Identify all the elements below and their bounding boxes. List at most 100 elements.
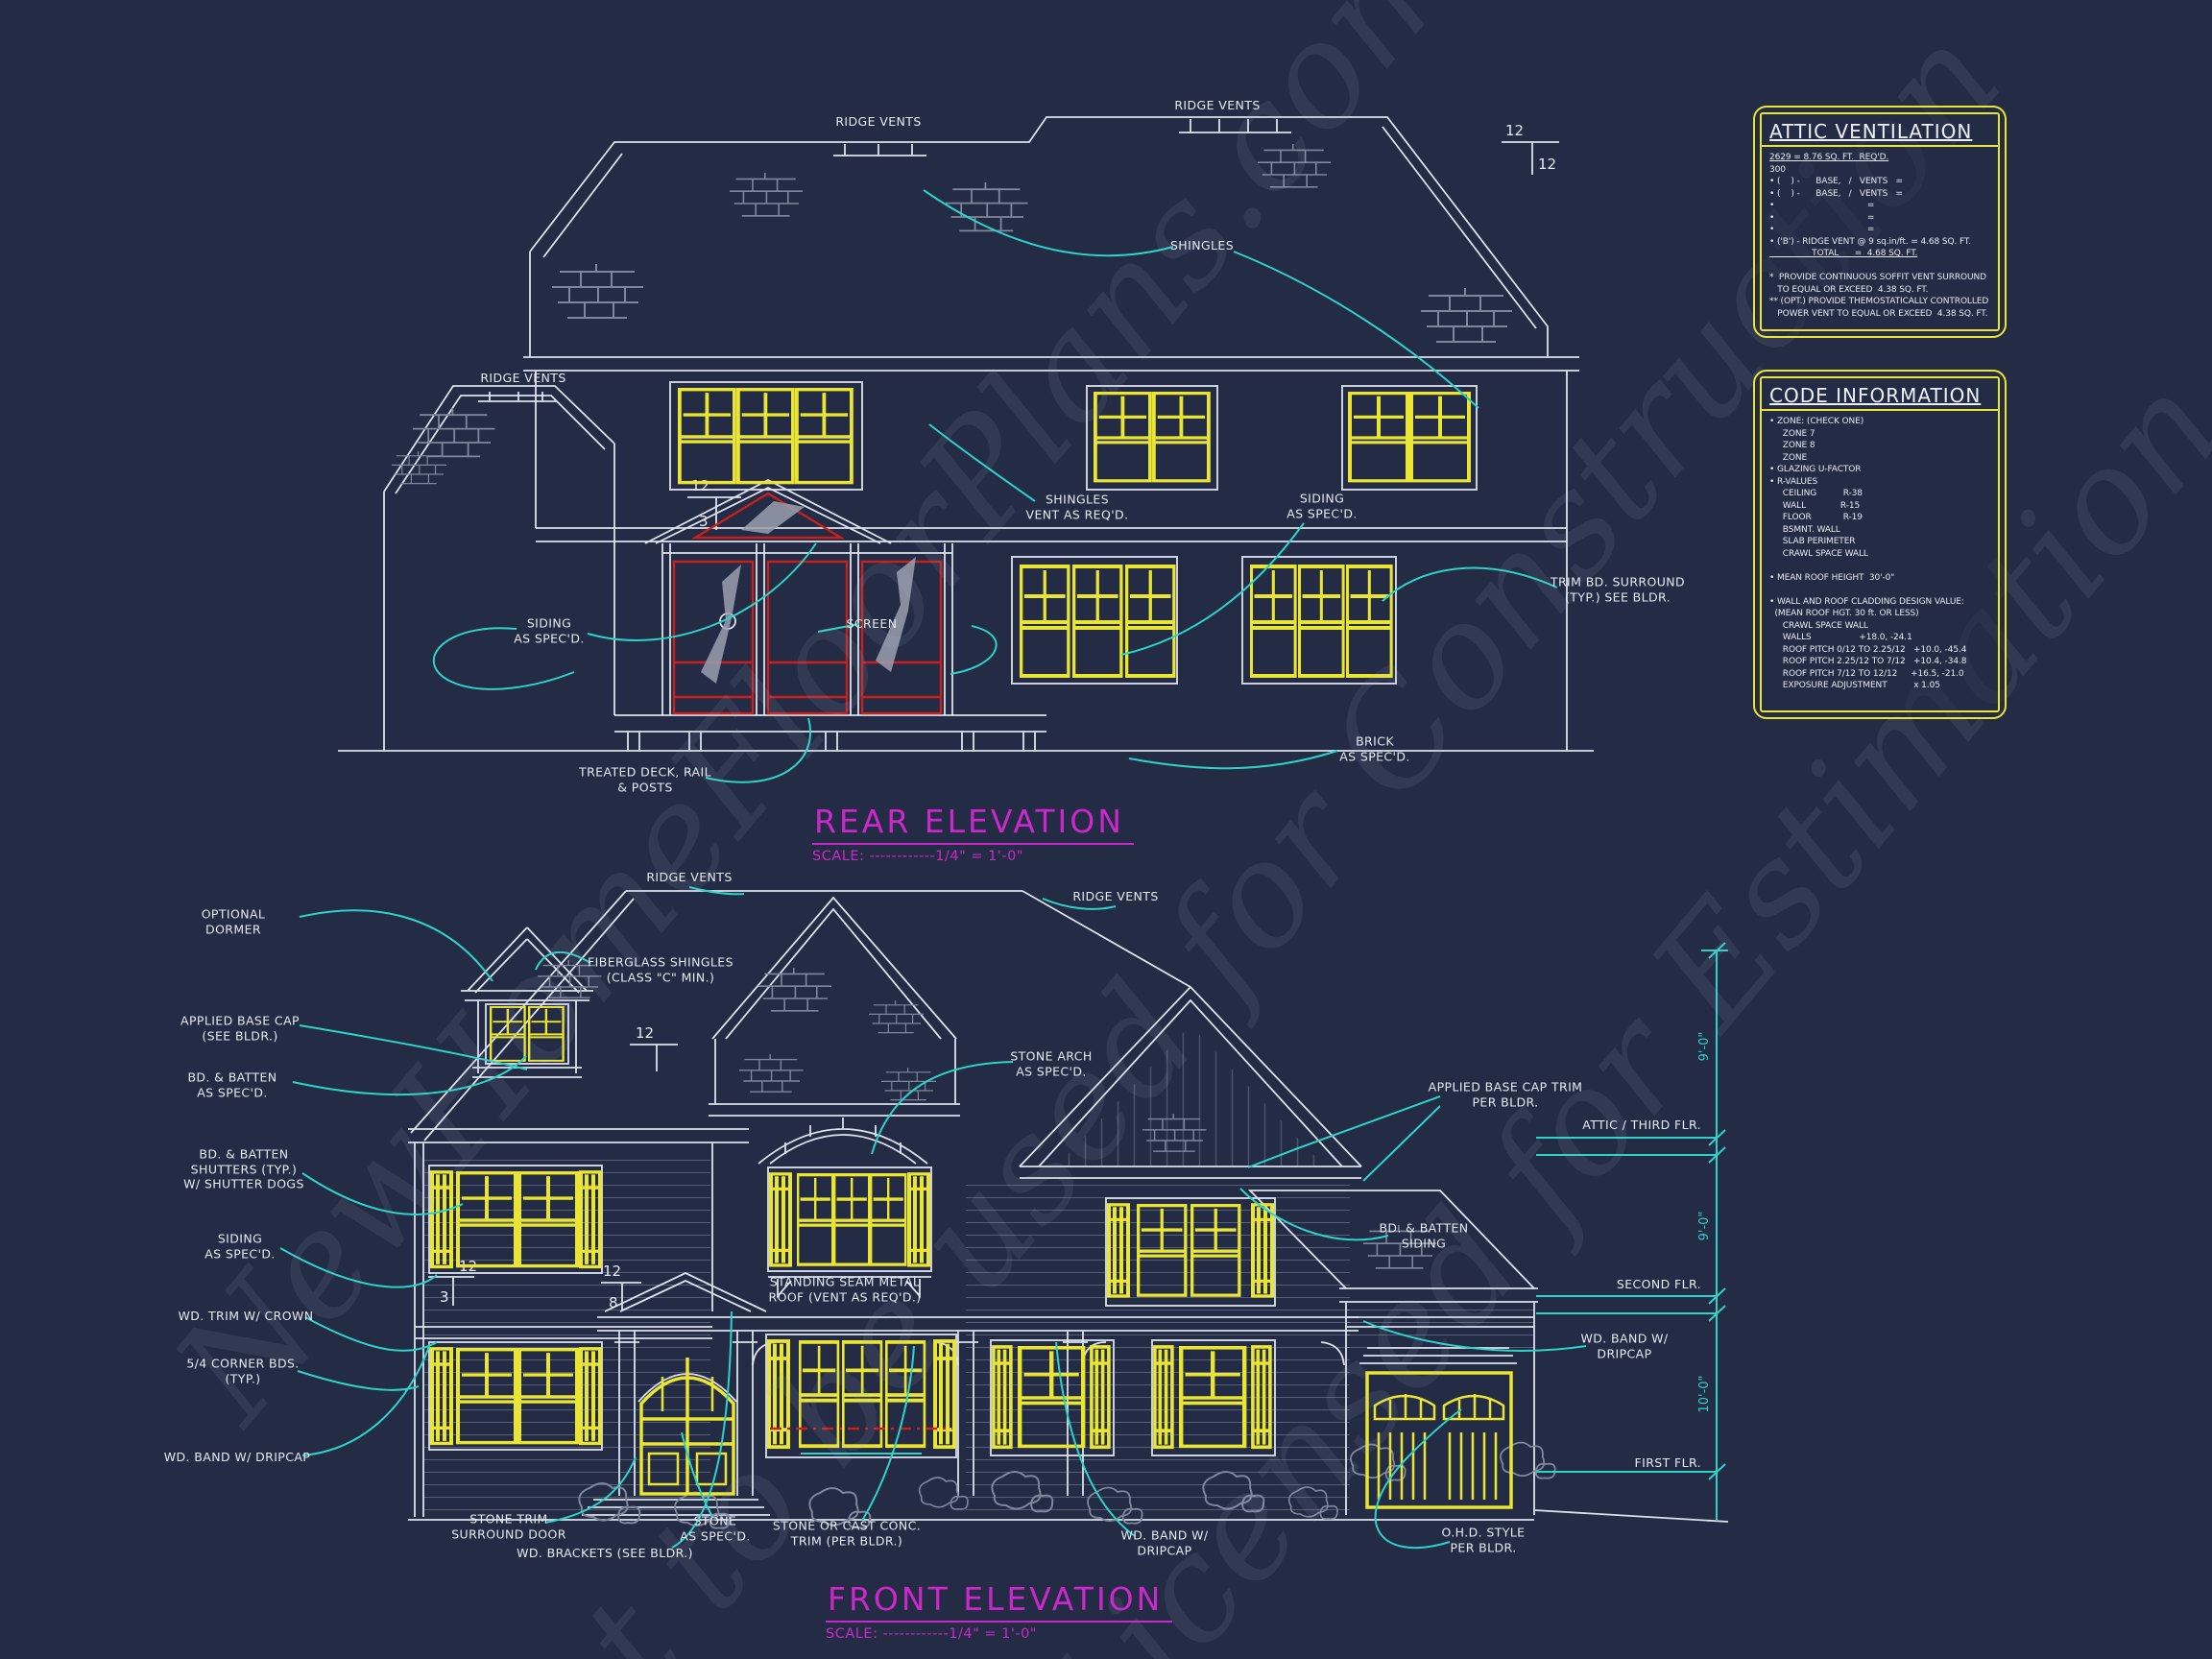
- callout-treated-deck: TREATED DECK, RAIL & POSTS: [579, 764, 711, 794]
- attic-line: 2629 = 8.76 SQ. FT. REQ'D.: [1769, 153, 1889, 162]
- svg-text:12: 12: [1505, 122, 1524, 139]
- attic-line: • =: [1769, 212, 1875, 223]
- callout-shingles-vent: SHINGLES VENT AS REQ'D.: [1025, 492, 1129, 521]
- callout-ohd-style: O.H.D. STYLE PER BLDR.: [1441, 1525, 1526, 1554]
- attic-line: TOTAL = 4.68 SQ. FT.: [1769, 249, 1918, 258]
- callout-ridge-vents: RIDGE VENTS: [646, 870, 733, 885]
- attic-line: POWER VENT TO EQUAL OR EXCEED 4.38 SQ. F…: [1769, 308, 1988, 319]
- code-information-title: CODE INFORMATION: [1769, 384, 1982, 407]
- code-line: EXPOSURE ADJUSTMENT x 1.05: [1769, 681, 1940, 690]
- svg-text:3: 3: [440, 1288, 449, 1306]
- callout-stone: STONE AS SPEC'D.: [680, 1513, 751, 1543]
- code-line: CEILING R-38: [1769, 489, 1863, 498]
- callout-brick: BRICK AS SPEC'D.: [1339, 733, 1410, 763]
- callout-siding: SIDING AS SPEC'D.: [204, 1231, 276, 1261]
- callout-standing-seam-roof: STANDING SEAM METAL ROOF (VENT AS REQ'D.…: [768, 1274, 922, 1304]
- code-information-panel: CODE INFORMATION • ZONE: (CHECK ONE) ZON…: [1753, 370, 2007, 719]
- svg-text:8: 8: [609, 1294, 618, 1311]
- rear-elevation-title: REAR ELEVATION: [812, 803, 1134, 845]
- code-line: [1769, 560, 1990, 572]
- rear-leader-lines: [432, 189, 1558, 783]
- rear-windows: [678, 387, 1471, 678]
- svg-text:3: 3: [699, 513, 709, 530]
- attic-line: * PROVIDE CONTINUOUS SOFFIT VENT SURROUN…: [1769, 273, 1986, 282]
- attic-line: [1769, 260, 1990, 273]
- callout-trim-bd-surround: TRIM BD. SURROUND (TYP.) SEE BLDR.: [1550, 574, 1686, 604]
- code-line: FLOOR R-19: [1769, 513, 1863, 522]
- svg-text:9'-0": 9'-0": [1697, 1212, 1712, 1241]
- callout-bd-batten-shutters: BD. & BATTEN SHUTTERS (TYP.) W/ SHUTTER …: [183, 1146, 304, 1191]
- callout-siding: SIDING AS SPEC'D.: [1286, 491, 1358, 520]
- code-line: • MEAN ROOF HEIGHT 30'-0": [1769, 572, 1895, 583]
- attic-line: • =: [1769, 201, 1875, 210]
- attic-ventilation-title: ATTIC VENTILATION: [1769, 120, 1973, 143]
- callout-wd-band-dripcap: WD. BAND W/ DRIPCAP: [1580, 1331, 1669, 1360]
- callout-bd-batten: BD. & BATTEN AS SPEC'D.: [187, 1070, 277, 1099]
- code-line: ZONE 8: [1769, 441, 1815, 450]
- panel-divider: [1762, 145, 1998, 147]
- callout-corner-bds: 5/4 CORNER BDS. (TYP.): [186, 1356, 300, 1385]
- floor-marker-first: FIRST FLR.: [1634, 1455, 1701, 1471]
- attic-line: • ( ) - BASE, / VENTS =: [1769, 177, 1903, 186]
- attic-line: • ('B') - RIDGE VENT @ 9 sq.in/ft. = 4.6…: [1769, 236, 1972, 247]
- rear-screen-reflections: [701, 501, 916, 684]
- svg-text:12: 12: [691, 477, 709, 494]
- rear-elevation-title-block: REAR ELEVATION SCALE: ------------1/4" =…: [812, 803, 1134, 864]
- attic-line: • ( ) - BASE, / VENTS =: [1769, 188, 1903, 199]
- front-elevation-title-block: FRONT ELEVATION SCALE: ------------1/4" …: [826, 1580, 1173, 1642]
- code-line: ROOF PITCH 0/12 TO 2.25/12 +10.0, -45.4: [1769, 644, 1967, 655]
- code-line: ZONE: [1769, 452, 1808, 463]
- floor-dimension-text: 9'-0" 9'-0" 10'-0": [1697, 1032, 1712, 1413]
- code-line: • GLAZING U-FACTOR: [1769, 465, 1862, 474]
- callout-stone-trim-door: STONE TRIM SURROUND DOOR: [451, 1511, 566, 1541]
- callout-wd-band-dripcap: WD. BAND W/ DRIPCAP: [163, 1450, 311, 1465]
- floor-marker-attic: ATTIC / THIRD FLR.: [1582, 1118, 1701, 1133]
- callout-stone-arch: STONE ARCH AS SPEC'D.: [1010, 1048, 1093, 1078]
- attic-line: 300: [1769, 164, 1786, 175]
- floor-marker-second: SECOND FLR.: [1616, 1277, 1701, 1292]
- code-line: ZONE 7: [1769, 428, 1815, 439]
- code-line: CRAWL SPACE WALL: [1769, 548, 1868, 559]
- code-line: • WALL AND ROOF CLADDING DESIGN VALUE:: [1769, 596, 1964, 607]
- callout-shingles: SHINGLES: [1169, 238, 1235, 253]
- callout-applied-base-cap-trim: APPLIED BASE CAP TRIM PER BLDR.: [1428, 1079, 1583, 1109]
- front-leader-lines: [279, 886, 1728, 1550]
- callout-siding: SIDING AS SPEC'D.: [514, 615, 585, 645]
- callout-wd-band-dripcap: WD. BAND W/ DRIPCAP: [1120, 1527, 1209, 1557]
- front-elevation-linework: [408, 890, 1729, 1523]
- code-line: ROOF PITCH 7/12 TO 12/12 +16.5, -21.0: [1769, 668, 1964, 679]
- code-line: [1769, 584, 1990, 596]
- rear-brick-hatch: [391, 143, 1513, 485]
- code-line: WALL R-15: [1769, 500, 1861, 511]
- rear-elevation-linework: [338, 116, 1594, 752]
- attic-line: • =: [1769, 225, 1875, 234]
- attic-ventilation-panel: ATTIC VENTILATION 2629 = 8.76 SQ. FT. RE…: [1753, 106, 2007, 338]
- rear-pitch-text: 12 3 12 12: [691, 122, 1556, 530]
- callout-applied-base-cap: APPLIED BASE CAP (SEE BLDR.): [180, 1013, 300, 1043]
- code-line: • R-VALUES: [1769, 476, 1818, 487]
- rear-elevation-scale: SCALE: ------------1/4" = 1'-0": [812, 849, 1023, 864]
- code-line: • ZONE: (CHECK ONE): [1769, 417, 1864, 426]
- svg-text:12: 12: [636, 1024, 654, 1042]
- callout-stone-cast-conc-trim: STONE OR CAST CONC. TRIM (PER BLDR.): [772, 1518, 922, 1548]
- callout-wd-trim-crown: WD. TRIM W/ CROWN: [178, 1309, 314, 1324]
- callout-fiberglass-shingles: FIBERGLASS SHINGLES (CLASS "C" MIN.): [588, 954, 733, 984]
- callout-ridge-vents: RIDGE VENTS: [1174, 98, 1261, 113]
- callout-ridge-vents: RIDGE VENTS: [835, 114, 922, 130]
- panel-divider: [1762, 409, 1998, 411]
- svg-text:12: 12: [1538, 156, 1556, 173]
- code-line: (MEAN ROOF HGT. 30 ft. OR LESS): [1769, 609, 1919, 618]
- code-line: BSMNT. WALL: [1769, 524, 1840, 535]
- callout-wd-brackets: WD. BRACKETS (SEE BLDR.): [517, 1546, 693, 1561]
- callout-ridge-vents: RIDGE VENTS: [1072, 889, 1159, 904]
- callout-optional-dormer: OPTIONAL DORMER: [201, 906, 266, 936]
- svg-text:9'-0": 9'-0": [1697, 1032, 1712, 1062]
- front-elevation-title: FRONT ELEVATION: [826, 1580, 1173, 1623]
- callout-screen: SCREEN: [846, 616, 898, 632]
- code-line: WALLS +18.0, -24.1: [1769, 633, 1912, 642]
- front-elevation-scale: SCALE: ------------1/4" = 1'-0": [826, 1626, 1037, 1642]
- code-line: CRAWL SPACE WALL: [1769, 620, 1868, 631]
- svg-text:12: 12: [603, 1262, 621, 1280]
